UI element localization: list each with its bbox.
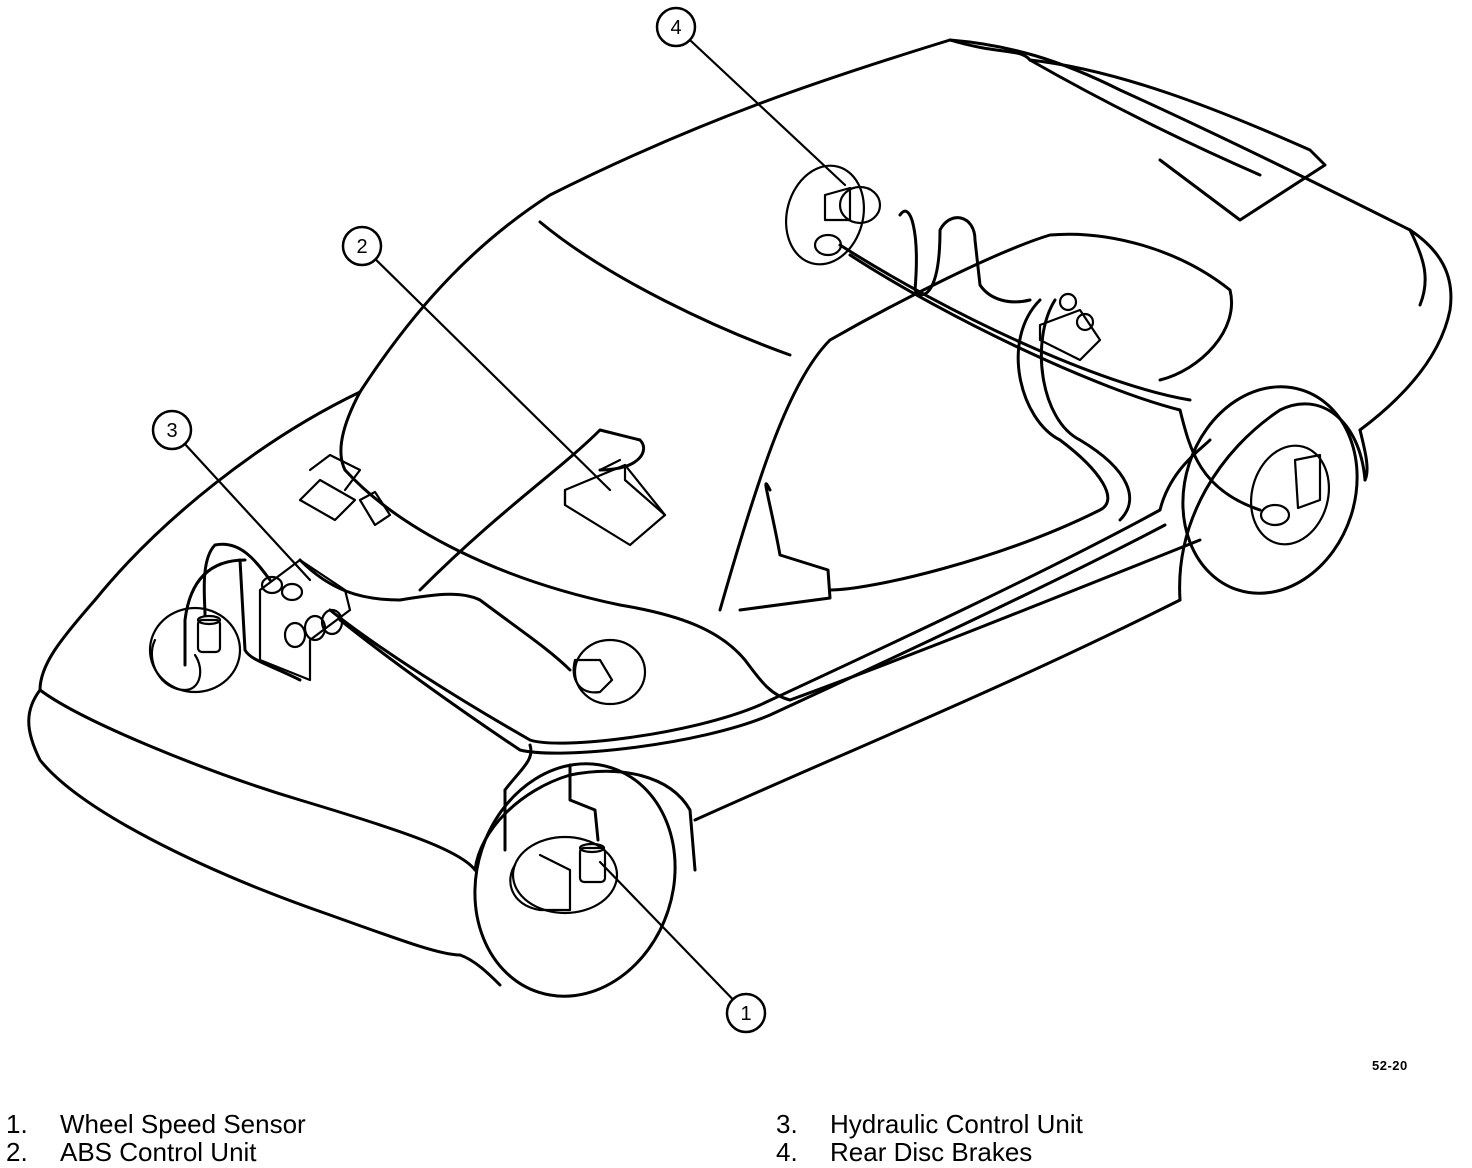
legend-number: 1. bbox=[6, 1109, 28, 1139]
rear-proportioning-valve bbox=[1038, 292, 1102, 362]
hydraulic-control-unit bbox=[258, 453, 392, 682]
legend-number: 3. bbox=[776, 1109, 798, 1139]
legend-number: 4. bbox=[776, 1137, 798, 1167]
callout-1: 1 bbox=[725, 992, 767, 1034]
legend-number: 2. bbox=[6, 1137, 28, 1167]
rear-disc-brake-left bbox=[784, 164, 882, 266]
callout-3: 3 bbox=[151, 409, 193, 451]
wheel-speed-sensor-front-right bbox=[509, 835, 619, 915]
legend-label: Wheel Speed Sensor bbox=[60, 1109, 306, 1139]
callout-4-label: 4 bbox=[670, 17, 681, 39]
rear-disc-brake-right bbox=[1249, 444, 1331, 546]
abs-control-unit bbox=[563, 458, 667, 547]
legend-label: Hydraulic Control Unit bbox=[830, 1109, 1083, 1139]
brake-lines bbox=[183, 209, 1262, 852]
figure-id: 52-20 bbox=[1372, 1058, 1408, 1073]
callout-leaders bbox=[170, 25, 847, 1015]
wheel-speed-sensor-front-left bbox=[148, 606, 242, 694]
car-body-outline bbox=[27, 38, 1453, 998]
legend-label: Rear Disc Brakes bbox=[830, 1137, 1033, 1167]
callout-1-label: 1 bbox=[740, 1003, 751, 1025]
callout-2: 2 bbox=[341, 225, 383, 267]
callout-3-label: 3 bbox=[166, 420, 177, 442]
legend-label: ABS Control Unit bbox=[60, 1137, 257, 1167]
callout-4: 4 bbox=[655, 6, 697, 48]
front-brake-assembly-right bbox=[572, 638, 647, 706]
callout-2-label: 2 bbox=[356, 236, 367, 258]
